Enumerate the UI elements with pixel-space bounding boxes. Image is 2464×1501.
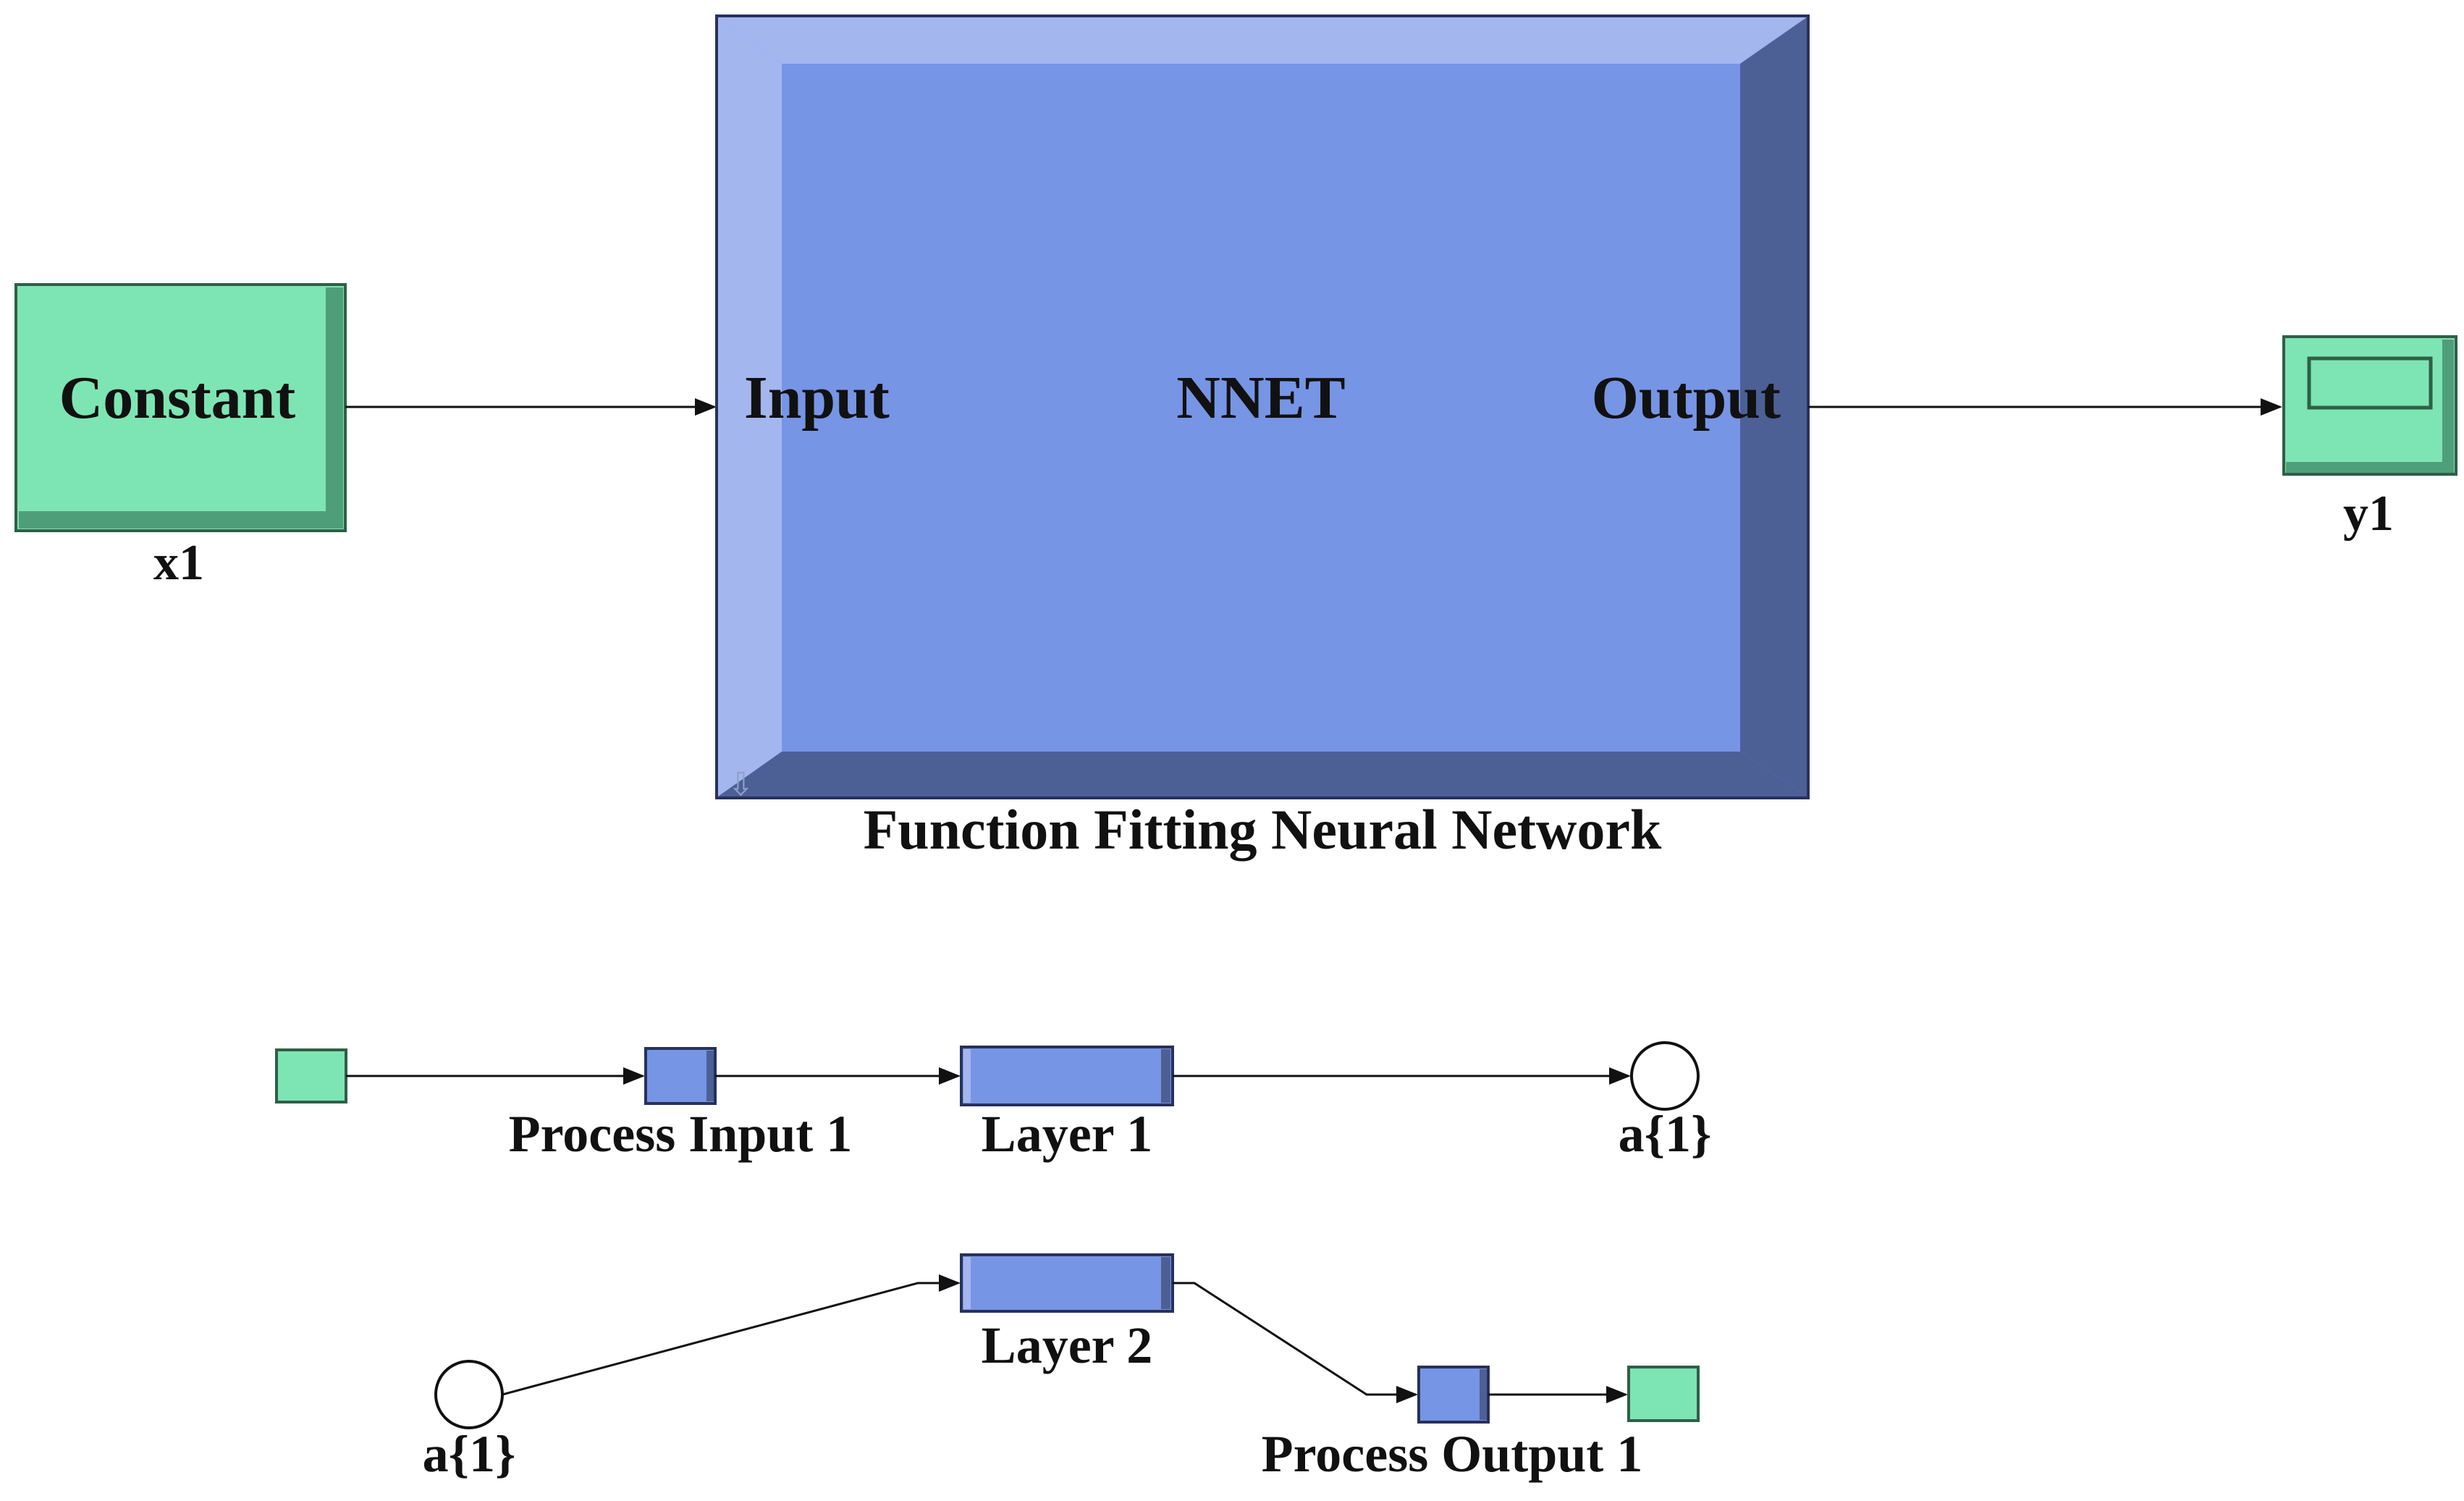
expand-arrow-icon[interactable]: ⇩ [727, 766, 754, 803]
scope-display-icon [2307, 356, 2433, 410]
input-port-block[interactable] [275, 1048, 347, 1103]
layer-2-block[interactable] [960, 1253, 1174, 1313]
nnet-output-port-label: Output [1592, 364, 1781, 432]
nnet-center-label: NNET [1176, 364, 1345, 432]
process-output-block[interactable] [1417, 1366, 1490, 1424]
scope-block[interactable] [2282, 335, 2457, 476]
nnet-block[interactable]: ⇩ Input NNET Output [715, 14, 1810, 803]
output-port-block[interactable] [1627, 1366, 1700, 1422]
layer-2-label: Layer 2 [982, 1316, 1153, 1374]
constant-label: Constant [59, 364, 296, 432]
process-input-label: Process Input 1 [509, 1105, 853, 1163]
output-terminal-a1-label: a{1} [1619, 1105, 1712, 1163]
output-terminal-a1[interactable] [1630, 1041, 1700, 1111]
constant-block[interactable]: Constant [14, 283, 347, 532]
nnet-input-port-label: Input [744, 364, 890, 432]
input-terminal-a1[interactable] [434, 1360, 504, 1429]
process-output-label: Process Output 1 [1262, 1425, 1643, 1483]
scope-caption: y1 [2343, 486, 2394, 542]
signal-line-layer2-to-process-output[interactable] [1173, 1282, 1418, 1403]
input-terminal-a1-label: a{1} [423, 1425, 516, 1483]
signal-line-a1-to-layer2[interactable] [502, 1274, 961, 1396]
nnet-caption: Function Fitting Neural Network [864, 798, 1662, 861]
process-input-block[interactable] [644, 1047, 717, 1105]
layer-1-block[interactable] [960, 1046, 1174, 1106]
constant-caption: x1 [153, 535, 204, 591]
layer-1-label: Layer 1 [982, 1105, 1153, 1163]
